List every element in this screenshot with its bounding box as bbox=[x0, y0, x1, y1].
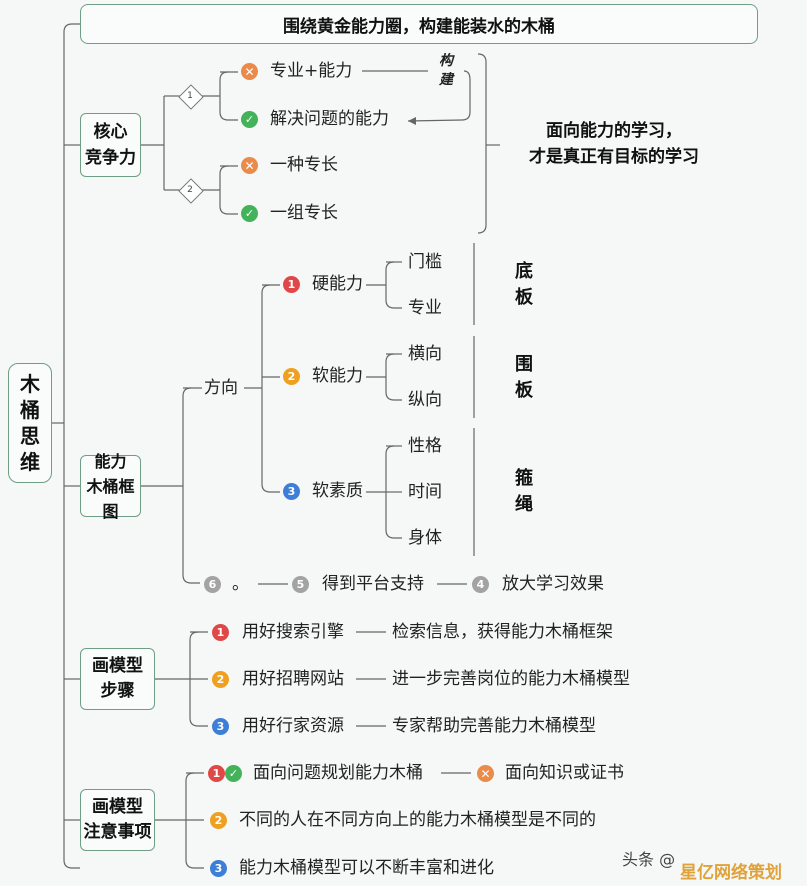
side-board-tag: 围 板 bbox=[515, 354, 533, 401]
branch-child: 身体 bbox=[408, 528, 442, 548]
number-3-icon: 3 bbox=[210, 860, 227, 877]
core-competence-node: 核心 竞争力 bbox=[80, 113, 141, 177]
hoop-rope-tag: 箍 绳 bbox=[515, 468, 533, 515]
note-item: 不同的人在不同方向上的能力木桶模型是不同的 bbox=[239, 810, 596, 830]
step-item: 用好搜索引擎 bbox=[242, 622, 344, 642]
check-icon: ✓ bbox=[225, 765, 242, 782]
branch-child: 时间 bbox=[408, 482, 442, 502]
bottom-board-tag: 底 板 bbox=[515, 261, 533, 308]
build-label: 构 建 bbox=[439, 53, 453, 88]
capability-barrel-node: 能力 木桶框图 bbox=[80, 452, 141, 521]
number-1-icon: 1 bbox=[212, 624, 229, 641]
core-item: 专业+能力 bbox=[270, 61, 353, 81]
number-2-icon: 2 bbox=[283, 368, 300, 385]
branch-child: 专业 bbox=[408, 298, 442, 318]
step-detail: 检索信息，获得能力木桶框架 bbox=[392, 622, 613, 642]
note-alt: 面向知识或证书 bbox=[505, 763, 624, 783]
watermark-brand: 星亿网络策划 bbox=[680, 863, 782, 883]
note-item: 能力木桶模型可以不断丰富和进化 bbox=[239, 858, 494, 878]
check-icon: ✓ bbox=[241, 205, 258, 222]
model-notes-node: 画模型 注意事项 bbox=[80, 789, 155, 851]
step-item: 用好行家资源 bbox=[242, 716, 344, 736]
cross-icon: ✕ bbox=[241, 63, 258, 80]
number-6-icon: 6 bbox=[204, 576, 221, 593]
number-1-icon: 1 bbox=[283, 276, 300, 293]
number-3-icon: 3 bbox=[283, 483, 300, 500]
number-1-icon: 1 bbox=[208, 765, 225, 782]
step-detail: 专家帮助完善能力木桶模型 bbox=[392, 716, 596, 736]
core-item: 一组专长 bbox=[270, 203, 338, 223]
number-4-icon: 4 bbox=[472, 576, 489, 593]
core-conclusion: 面向能力的学习， 才是真正有目标的学习 bbox=[529, 121, 699, 167]
core-item: 一种专长 bbox=[270, 155, 338, 175]
chain-text: 放大学习效果 bbox=[502, 574, 604, 594]
check-icon: ✓ bbox=[241, 111, 258, 128]
chain-text: 得到平台支持 bbox=[322, 574, 424, 594]
chain-text: 。 bbox=[232, 574, 249, 594]
hard-skill-label: 硬能力 bbox=[312, 274, 363, 294]
watermark-source: 头条 @ bbox=[622, 850, 676, 869]
number-2-icon: 2 bbox=[212, 671, 229, 688]
branch-child: 纵向 bbox=[408, 390, 442, 410]
group-number-1: 1 bbox=[187, 91, 193, 101]
number-5-icon: 5 bbox=[292, 576, 309, 593]
step-detail: 进一步完善岗位的能力木桶模型 bbox=[392, 669, 630, 689]
branch-child: 门槛 bbox=[408, 252, 442, 272]
core-item: 解决问题的能力 bbox=[270, 109, 389, 129]
number-3-icon: 3 bbox=[212, 718, 229, 735]
model-steps-node: 画模型 步骤 bbox=[80, 648, 155, 710]
header-title: 围绕黄金能力圈，构建能装水的木桶 bbox=[80, 4, 758, 44]
cross-icon: ✕ bbox=[241, 157, 258, 174]
branch-child: 横向 bbox=[408, 344, 442, 364]
note-item: 面向问题规划能力木桶 bbox=[253, 763, 423, 783]
group-number-2: 2 bbox=[187, 185, 193, 195]
step-item: 用好招聘网站 bbox=[242, 669, 344, 689]
number-2-icon: 2 bbox=[210, 812, 227, 829]
root-node: 木 桶 思 维 bbox=[8, 363, 52, 483]
soft-quality-label: 软素质 bbox=[312, 481, 363, 501]
cross-icon: ✕ bbox=[477, 765, 494, 782]
soft-skill-label: 软能力 bbox=[312, 366, 363, 386]
branch-child: 性格 bbox=[408, 436, 442, 456]
direction-label: 方向 bbox=[204, 378, 238, 398]
